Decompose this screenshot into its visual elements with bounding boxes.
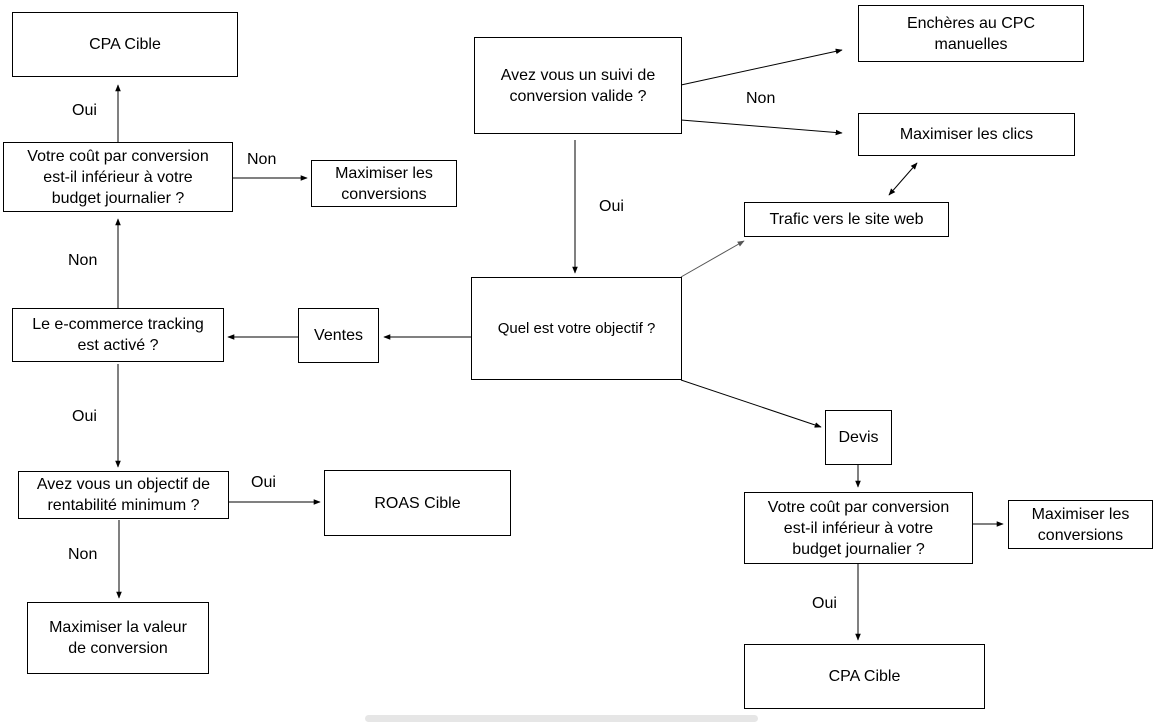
edge-trafic-max-clics-bidirectional	[888, 162, 918, 196]
label-oui-roas: Oui	[251, 474, 276, 491]
label-oui-suivi: Oui	[599, 198, 624, 215]
node-ventes: Ventes	[298, 308, 379, 363]
node-maximiser-conversions-right: Maximiser les conversions	[1008, 500, 1153, 549]
edge-suivi-to-encheres	[680, 48, 843, 86]
label-oui-ecommerce: Oui	[72, 408, 97, 425]
label-oui-top-left: Oui	[72, 102, 97, 119]
node-cout-conversion-right: Votre coût par conversion est-il inférie…	[744, 492, 973, 564]
node-cpa-cible-top: CPA Cible	[12, 12, 238, 77]
edge-objectif-to-trafic	[680, 240, 745, 278]
node-ecommerce-tracking: Le e-commerce tracking est activé ?	[12, 308, 224, 362]
node-quel-objectif: Quel est votre objectif ?	[471, 277, 682, 380]
label-non-valeur: Non	[68, 546, 98, 563]
edge-suivi-to-max-clics	[680, 119, 843, 136]
label-non-left-horizontal: Non	[247, 151, 277, 168]
label-oui-bottom-right: Oui	[812, 595, 837, 612]
horizontal-scrollbar[interactable]	[365, 715, 758, 722]
node-trafic-site-web: Trafic vers le site web	[744, 202, 949, 237]
node-encheres-cpc-manuelles: Enchères au CPC manuelles	[858, 5, 1084, 62]
edge-objectif-to-devis	[680, 379, 822, 428]
node-objectif-rentabilite: Avez vous un objectif de rentabilité min…	[18, 471, 229, 519]
node-maximiser-conversions-left: Maximiser les conversions	[311, 160, 457, 207]
node-cpa-cible-bottom: CPA Cible	[744, 644, 985, 709]
node-maximiser-clics: Maximiser les clics	[858, 113, 1075, 156]
node-roas-cible: ROAS Cible	[324, 470, 511, 536]
node-maximiser-valeur-conversion: Maximiser la valeur de conversion	[27, 602, 209, 674]
node-suivi-conversion: Avez vous un suivi de conversion valide …	[474, 37, 682, 134]
node-cout-conversion-left: Votre coût par conversion est-il inférie…	[3, 142, 233, 212]
label-non-suivi: Non	[746, 90, 776, 107]
node-devis: Devis	[825, 410, 892, 465]
label-non-left-vertical: Non	[68, 252, 98, 269]
